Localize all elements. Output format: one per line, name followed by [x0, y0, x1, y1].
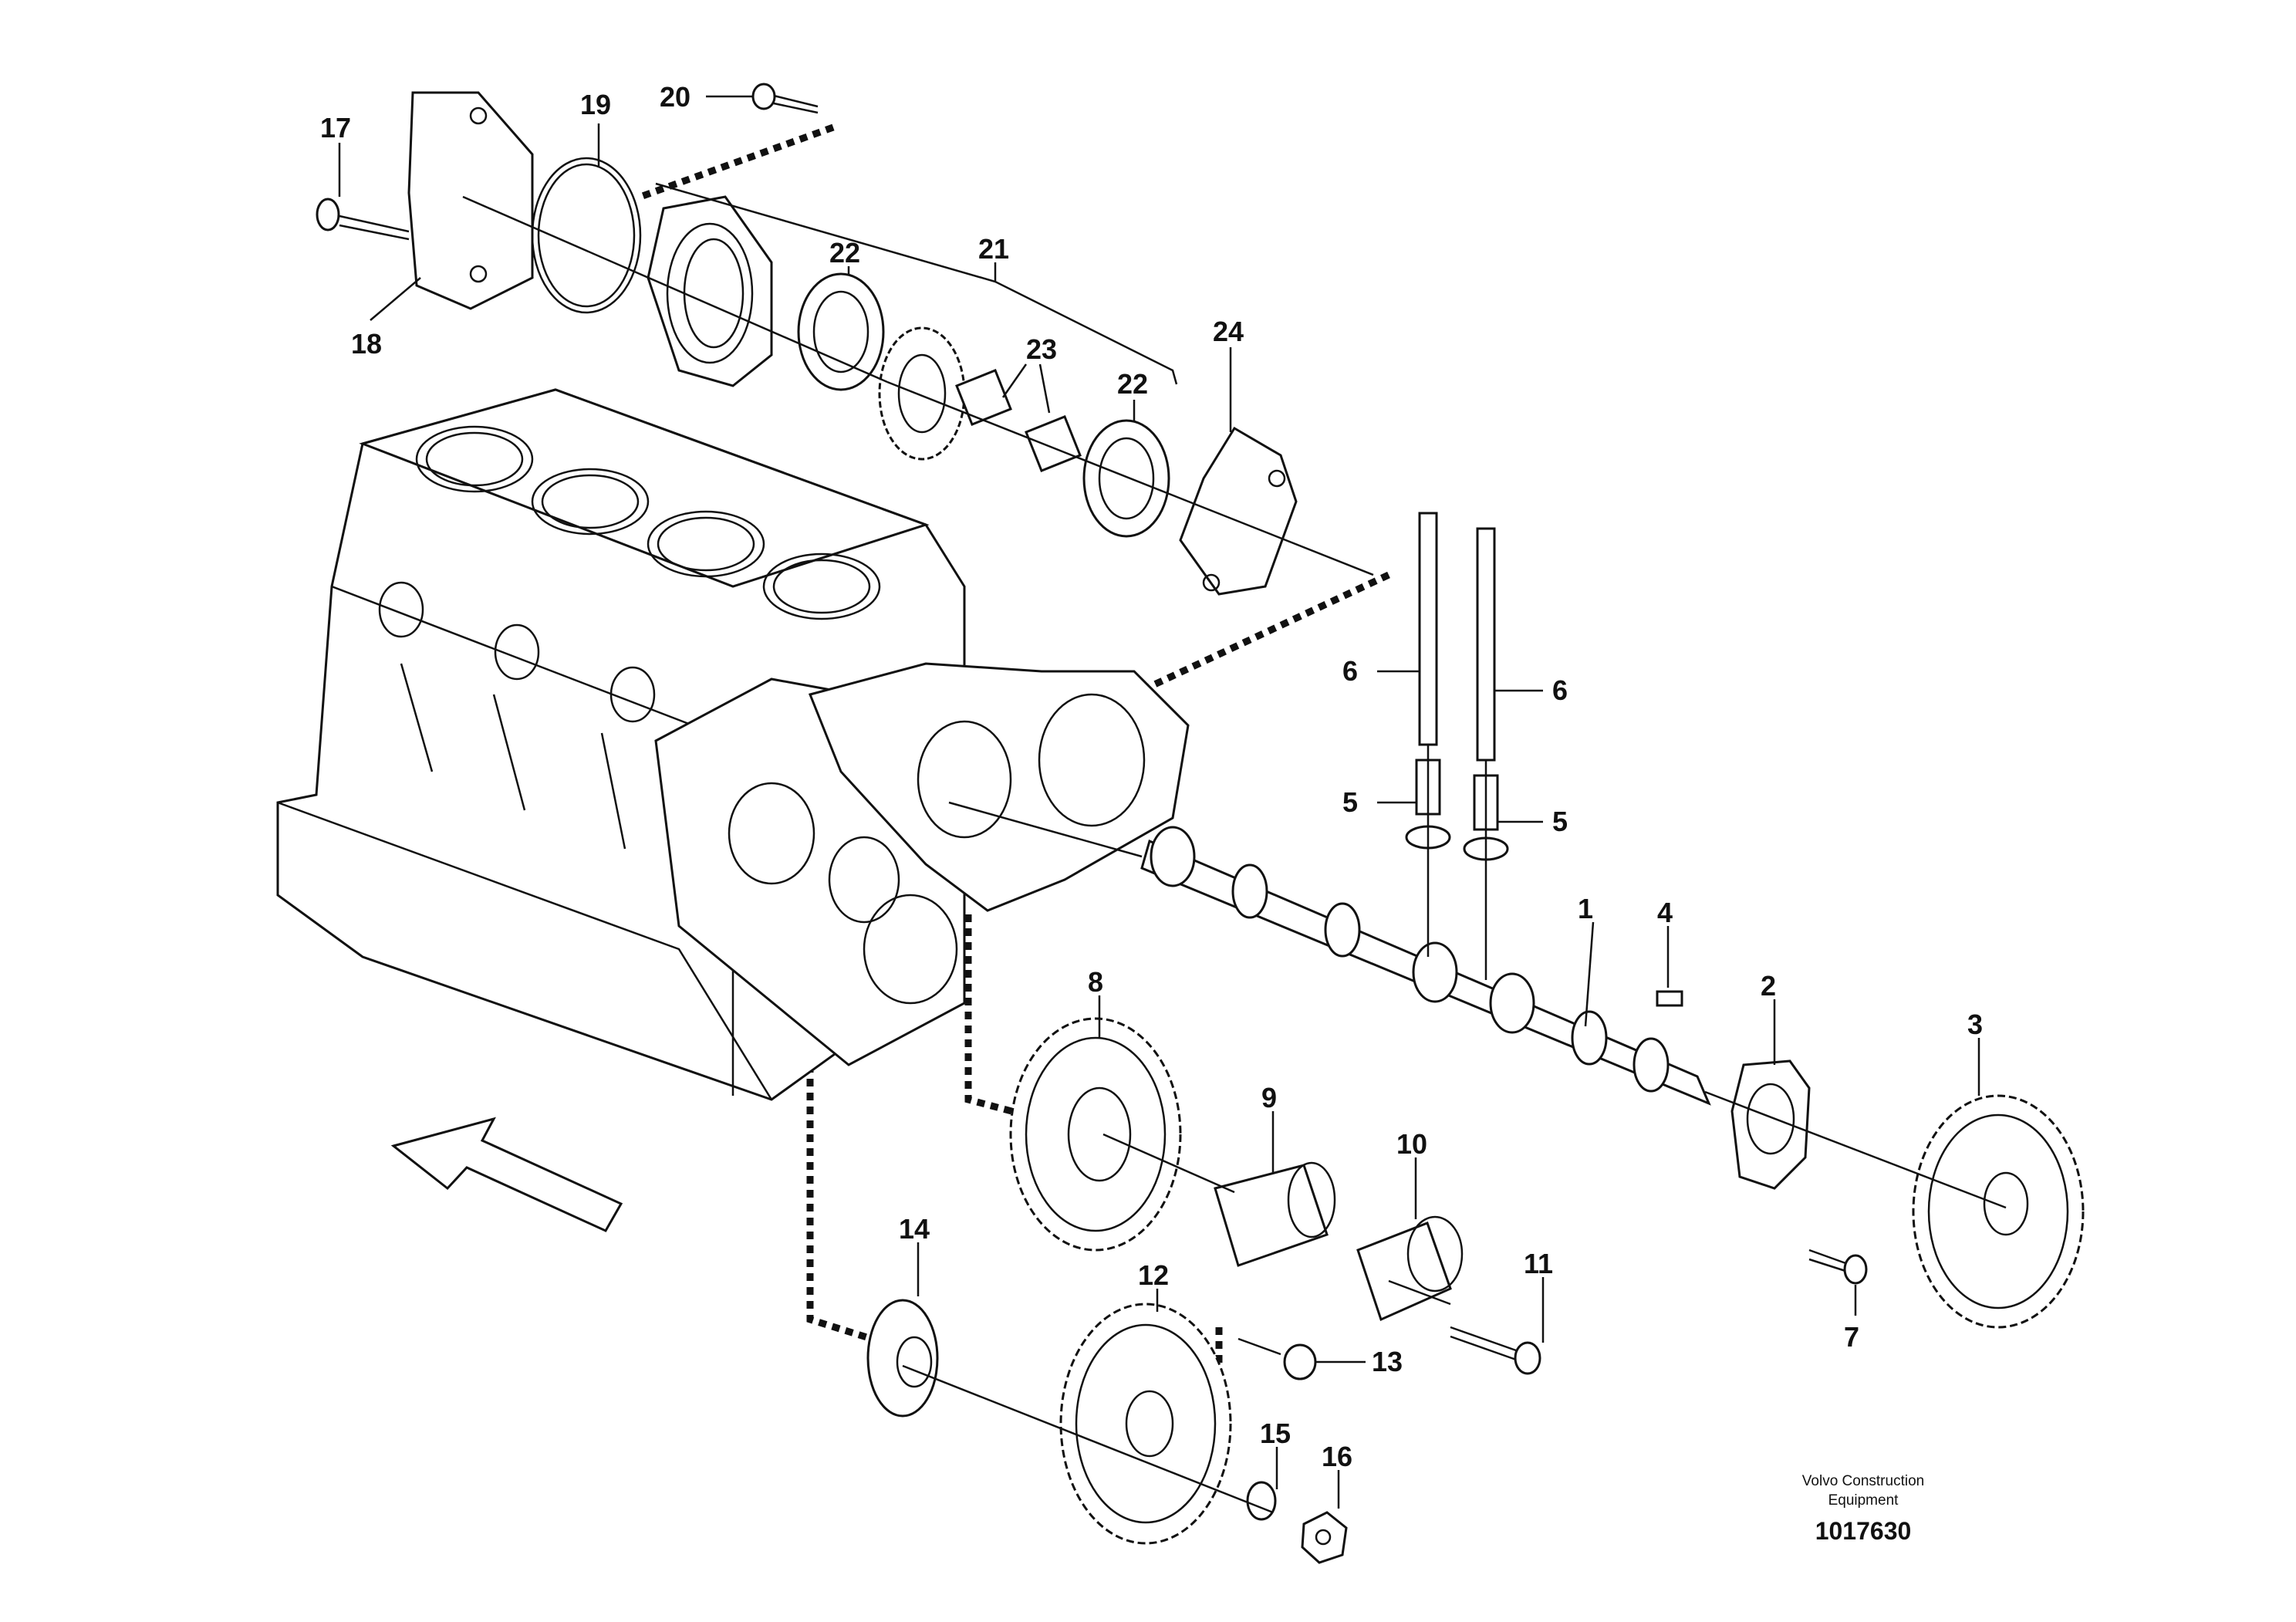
caption-line-2: Equipment [1828, 1492, 1899, 1509]
part-21-housing [647, 195, 773, 387]
part-15-washer [1246, 1481, 1277, 1521]
part-19-o-ring [531, 157, 642, 314]
label-part-5-left: 5 [1342, 786, 1358, 818]
part-5-tappets [1405, 759, 1509, 861]
part-labels: 1 2 3 4 5 5 6 6 7 8 9 10 11 12 13 14 15 … [320, 81, 1983, 1472]
label-part-21: 21 [978, 233, 1009, 265]
label-part-7: 7 [1844, 1321, 1859, 1353]
part-10-shaft [1356, 1215, 1464, 1322]
label-part-10: 10 [1396, 1128, 1427, 1160]
part-2-thrust-plate [1730, 1059, 1811, 1190]
label-part-4: 4 [1657, 897, 1673, 928]
label-part-2: 2 [1761, 970, 1776, 1002]
label-part-22-lower: 22 [1117, 368, 1148, 400]
part-7-bolt [1808, 1249, 1868, 1285]
label-part-17: 17 [320, 112, 351, 144]
intermediate-gear [878, 326, 966, 461]
cylinder-block [276, 388, 1190, 1101]
part-3-camshaft-gear [1912, 1094, 2085, 1329]
label-part-23: 23 [1026, 333, 1057, 365]
label-part-20: 20 [660, 81, 690, 113]
label-part-22-upper: 22 [829, 237, 860, 269]
label-part-16: 16 [1322, 1441, 1352, 1472]
part-17-bolt [316, 198, 410, 241]
part-20-screw [751, 83, 819, 114]
front-direction-arrow [390, 1117, 623, 1232]
label-part-1: 1 [1578, 893, 1593, 924]
label-part-24: 24 [1213, 316, 1244, 347]
part-11-bolt [1450, 1326, 1541, 1375]
part-14-hub [866, 1299, 939, 1418]
label-part-6-right: 6 [1552, 674, 1568, 706]
label-part-19: 19 [580, 89, 611, 120]
label-part-12: 12 [1138, 1259, 1169, 1291]
part-1-camshaft [1140, 826, 1711, 1106]
alignment-lines [462, 195, 2007, 1514]
part-23-sleeves [955, 369, 1082, 472]
part-9-bushing [1214, 1161, 1336, 1267]
label-part-3: 3 [1967, 1009, 1983, 1040]
part-22-bearing-1 [797, 272, 885, 391]
label-part-15: 15 [1260, 1418, 1291, 1449]
part-8-idler-gear [1009, 1017, 1182, 1252]
part-6-push-rods [1418, 512, 1496, 762]
part-24-gasket [1179, 426, 1298, 596]
label-part-13: 13 [1372, 1346, 1403, 1377]
publisher-caption: Volvo Construction Equipment 1017630 [1802, 1473, 1924, 1545]
label-part-18: 18 [351, 328, 382, 360]
label-part-9: 9 [1261, 1082, 1277, 1113]
label-part-14: 14 [899, 1213, 930, 1245]
label-part-8: 8 [1088, 966, 1103, 998]
part-13-fitting [1237, 1337, 1317, 1380]
label-part-11: 11 [1524, 1248, 1553, 1279]
label-part-5-right: 5 [1552, 806, 1568, 837]
leader-lines [338, 95, 1980, 1509]
caption-line-1: Volvo Construction [1802, 1473, 1924, 1489]
part-12-gear [1059, 1303, 1232, 1545]
part-4-key [1656, 990, 1683, 1007]
part-16-nut [1301, 1511, 1348, 1564]
part-22-bearing-2 [1082, 419, 1170, 538]
label-part-6-left: 6 [1342, 655, 1358, 687]
drawing-reference-number: 1017630 [1815, 1517, 1912, 1545]
